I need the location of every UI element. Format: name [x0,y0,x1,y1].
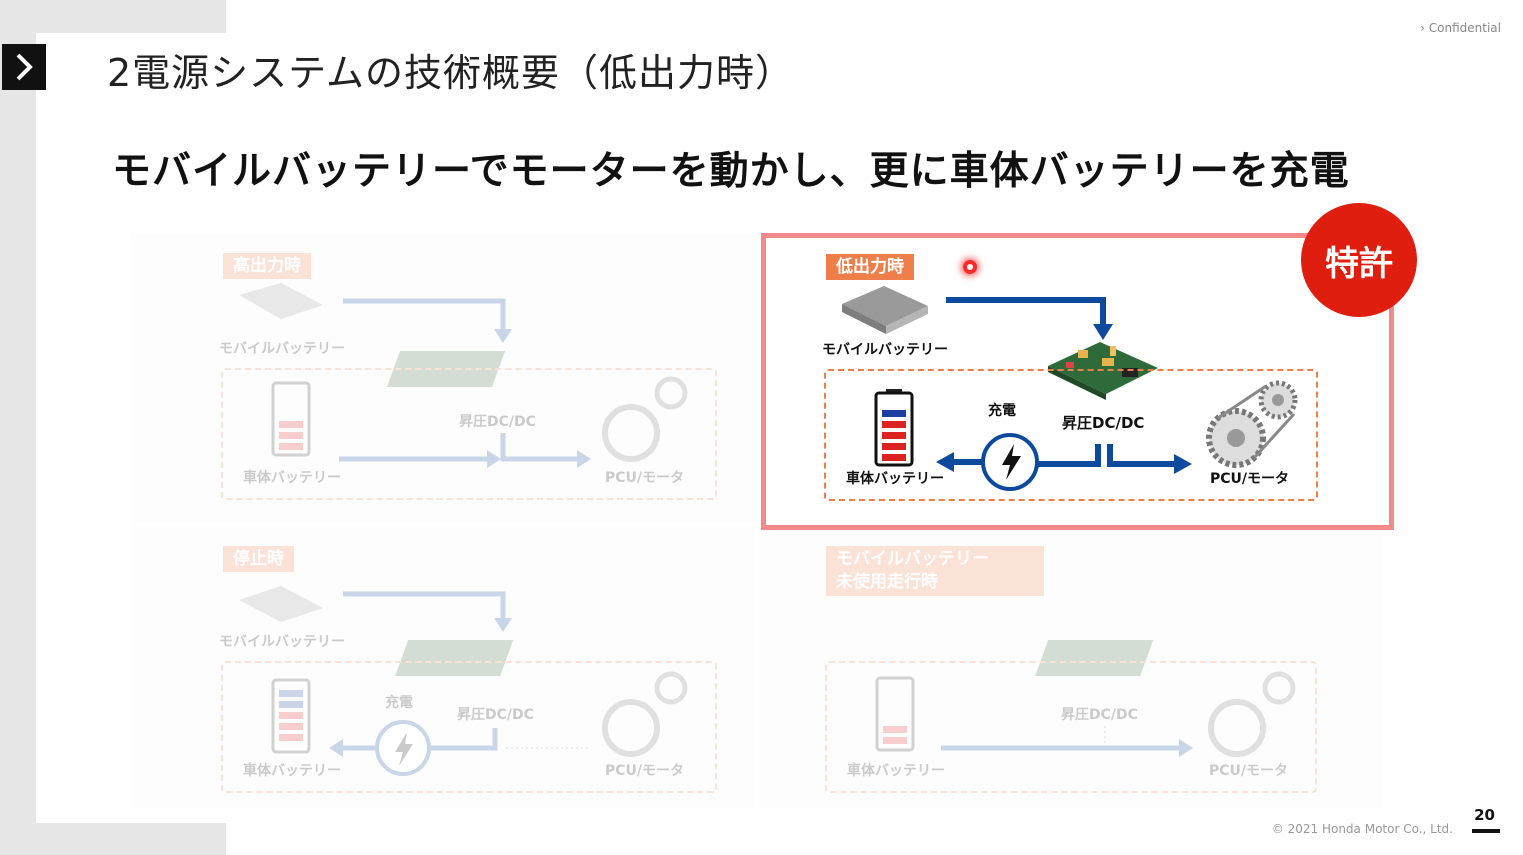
slide-headline: モバイルバッテリーでモーターを動かし、更に車体バッテリーを充電 [112,149,1350,194]
next-slide-button[interactable] [2,44,46,90]
power-flow-diagram [239,586,688,776]
viewer-frame-left [0,33,36,823]
body-battery-caption: 車体バッテリー [846,471,944,487]
quadrant-label: モバイルバッテリー 未使用走行時 [826,546,1044,596]
quadrant-label: 停止時 [223,546,294,572]
chevron-right-small-icon: › [1420,21,1425,35]
body-battery-caption: 車体バッテリー [243,470,341,486]
drive-system-box [824,369,1318,501]
quadrant-label: 高出力時 [223,253,311,279]
viewer-frame-top [0,0,226,33]
body-battery-caption: 車体バッテリー [847,763,945,779]
gear-motor-icon [1206,380,1298,468]
body-battery-caption: 車体バッテリー [243,763,341,779]
drive-system-box [221,661,717,793]
converter-caption: 昇圧DC/DC [457,707,534,723]
page-number-underline [1472,829,1500,833]
chevron-right-icon [16,53,33,81]
converter-caption: 昇圧DC/DC [1061,707,1138,723]
drive-system-box [221,368,717,500]
quadrant-stopped: 停止時 モバイルバッテリー 充電 昇圧DC/DC 車体バッテリー PCU/モータ [131,528,754,808]
quadrant-low-output: 低出力時 [761,233,1394,530]
page-number: 20 [1474,806,1495,824]
charge-caption: 充電 [988,403,1016,419]
laser-pointer [963,260,977,274]
mobile-battery-icon [842,286,928,334]
power-flow-diagram [842,286,1298,491]
converter-caption: 昇圧DC/DC [459,414,536,430]
motor-caption: PCU/モータ [1209,763,1289,779]
charge-caption: 充電 [385,695,413,711]
motor-caption: PCU/モータ [605,763,685,779]
mobile-battery-caption: モバイルバッテリー [219,341,345,357]
power-flow-diagram [875,640,1296,757]
converter-caption: 昇圧DC/DC [1062,414,1145,432]
motor-caption: PCU/モータ [605,470,685,486]
slide-title: 2電源システムの技術概要（低出力時） [107,51,795,95]
motor-caption: PCU/モータ [1210,471,1290,487]
circuit-board-icon [1048,342,1158,400]
battery-icon [874,389,914,467]
patent-badge: 特許 [1301,203,1417,317]
mobile-battery-caption: モバイルバッテリー [822,342,948,358]
quadrant-label: 低出力時 [826,254,914,280]
drive-system-box [825,661,1317,793]
confidential-label: › Confidential [1420,21,1501,35]
quadrant-mobile-unused: モバイルバッテリー 未使用走行時 昇圧DC/DC 車体バッテリー PCU/モータ [759,528,1382,808]
copyright: © 2021 Honda Motor Co., Ltd. [1271,822,1453,836]
quadrant-high-output: 高出力時 モバイルバッテリー 昇圧DC/DC 車体バッテリー PCU/モータ [131,233,754,523]
power-flow-diagram [239,283,688,468]
mobile-battery-caption: モバイルバッテリー [219,634,345,650]
viewer-frame-bottom [0,823,226,855]
